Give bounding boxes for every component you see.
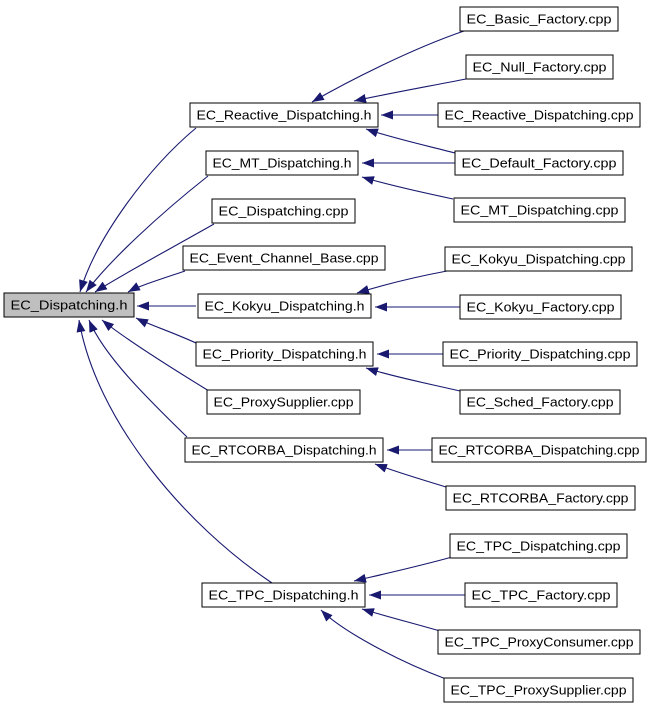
file-box <box>443 677 634 703</box>
node-label: EC_Priority_Dispatching.h <box>203 347 367 362</box>
edge-EC_Event_Channel_Base.cpp-to-EC_Dispatching.h <box>127 270 186 293</box>
node-EC_Null_Factory.cpp[interactable]: EC_Null_Factory.cpp <box>465 54 614 80</box>
node-label: EC_MT_Dispatching.h <box>213 156 352 171</box>
edge-EC_TPC_Dispatching.cpp-to-EC_TPC_Dispatching.h <box>353 556 453 583</box>
node-label: EC_Dispatching.h <box>11 298 128 313</box>
file-box <box>442 341 638 367</box>
edge-EC_TPC_ProxySupplier.cpp-to-EC_TPC_Dispatching.h <box>320 609 447 680</box>
edge-EC_Kokyu_Dispatching.cpp-to-EC_Kokyu_Dispatching.h <box>356 270 448 294</box>
node-EC_Reactive_Dispatching.cpp[interactable]: EC_Reactive_Dispatching.cpp <box>437 102 641 128</box>
file-box <box>211 198 356 224</box>
file-box <box>205 150 359 176</box>
node-label: EC_Null_Factory.cpp <box>473 60 607 75</box>
node-label: EC_Reactive_Dispatching.h <box>197 108 372 123</box>
node-EC_Priority_Dispatching.h[interactable]: EC_Priority_Dispatching.h <box>195 341 374 367</box>
edge-EC_Sched_Factory.cpp-to-EC_Priority_Dispatching.h <box>365 367 461 392</box>
node-label: EC_Dispatching.cpp <box>219 204 349 219</box>
file-box <box>464 582 618 608</box>
node-label: EC_Sched_Factory.cpp <box>467 395 614 410</box>
node-EC_RTCORBA_Dispatching.h[interactable]: EC_RTCORBA_Dispatching.h <box>184 437 384 463</box>
file-box <box>459 294 622 320</box>
node-EC_ProxySupplier.cpp[interactable]: EC_ProxySupplier.cpp <box>206 389 361 415</box>
node-label: EC_Kokyu_Factory.cpp <box>467 300 615 315</box>
node-label: EC_Reactive_Dispatching.cpp <box>445 108 634 123</box>
file-box <box>437 629 641 655</box>
node-EC_TPC_ProxyConsumer.cpp[interactable]: EC_TPC_ProxyConsumer.cpp <box>437 629 641 655</box>
node-EC_Priority_Dispatching.cpp[interactable]: EC_Priority_Dispatching.cpp <box>442 341 638 367</box>
edge-EC_RTCORBA_Dispatching.h-to-EC_Dispatching.h <box>88 319 188 438</box>
file-box <box>189 102 379 128</box>
node-EC_TPC_Dispatching.cpp[interactable]: EC_TPC_Dispatching.cpp <box>449 533 628 559</box>
node-EC_TPC_Dispatching.h[interactable]: EC_TPC_Dispatching.h <box>201 582 366 608</box>
file-box <box>184 437 384 463</box>
node-label: EC_RTCORBA_Dispatching.h <box>192 443 377 458</box>
node-label: EC_Event_Channel_Base.cpp <box>190 251 379 266</box>
node-EC_Default_Factory.cpp[interactable]: EC_Default_Factory.cpp <box>454 150 624 176</box>
node-label: EC_TPC_Dispatching.h <box>209 588 359 603</box>
file-box <box>197 293 372 319</box>
node-label: EC_Kokyu_Dispatching.cpp <box>452 252 626 267</box>
node-label: EC_ProxySupplier.cpp <box>214 395 354 410</box>
edge-EC_Null_Factory.cpp-to-EC_Reactive_Dispatching.h <box>353 78 467 103</box>
file-box <box>182 245 386 271</box>
node-label: EC_TPC_ProxySupplier.cpp <box>451 683 627 698</box>
edge-EC_ProxySupplier.cpp-to-EC_Dispatching.h <box>101 319 210 392</box>
node-EC_Basic_Factory.cpp[interactable]: EC_Basic_Factory.cpp <box>459 6 619 32</box>
node-label: EC_RTCORBA_Dispatching.cpp <box>439 443 640 458</box>
file-box <box>453 197 626 223</box>
node-label: EC_RTCORBA_Factory.cpp <box>453 491 629 506</box>
edge-EC_MT_Dispatching.h-to-EC_Dispatching.h <box>85 175 209 293</box>
file-box <box>206 389 361 415</box>
file-box <box>454 150 624 176</box>
node-EC_Kokyu_Dispatching.h[interactable]: EC_Kokyu_Dispatching.h <box>197 293 372 319</box>
node-label: EC_MT_Dispatching.cpp <box>461 203 619 218</box>
edge-EC_Reactive_Dispatching.h-to-EC_Dispatching.h <box>79 127 197 293</box>
edge-EC_TPC_Dispatching.h-to-EC_Dispatching.h <box>76 319 273 584</box>
node-EC_Reactive_Dispatching.h[interactable]: EC_Reactive_Dispatching.h <box>189 102 379 128</box>
edges-layer <box>76 30 469 680</box>
node-label: EC_TPC_Factory.cpp <box>472 588 611 603</box>
edge-EC_Dispatching.cpp-to-EC_Dispatching.h <box>94 223 215 293</box>
nodes-layer: EC_Dispatching.h EC_Reactive_Dispatching.… <box>3 6 647 703</box>
file-box <box>444 246 633 272</box>
node-EC_Dispatching.h[interactable]: EC_Dispatching.h <box>3 292 135 318</box>
node-label: EC_TPC_Dispatching.cpp <box>457 539 621 554</box>
node-EC_MT_Dispatching.cpp[interactable]: EC_MT_Dispatching.cpp <box>453 197 626 223</box>
node-EC_TPC_ProxySupplier.cpp[interactable]: EC_TPC_ProxySupplier.cpp <box>443 677 634 703</box>
node-EC_RTCORBA_Dispatching.cpp[interactable]: EC_RTCORBA_Dispatching.cpp <box>431 437 647 463</box>
node-label: EC_TPC_ProxyConsumer.cpp <box>445 635 634 650</box>
file-box <box>437 102 641 128</box>
node-EC_Dispatching.cpp[interactable]: EC_Dispatching.cpp <box>211 198 356 224</box>
file-box <box>459 6 619 32</box>
edge-EC_Default_Factory.cpp-to-EC_Reactive_Dispatching.h <box>365 128 456 154</box>
node-label: EC_Basic_Factory.cpp <box>467 12 612 27</box>
file-box <box>465 54 614 80</box>
file-box <box>431 437 647 463</box>
file-box <box>459 389 621 415</box>
file-box <box>449 533 628 559</box>
edge-EC_TPC_ProxyConsumer.cpp-to-EC_TPC_Dispatching.h <box>361 608 441 632</box>
node-EC_Kokyu_Dispatching.cpp[interactable]: EC_Kokyu_Dispatching.cpp <box>444 246 633 272</box>
file-box <box>445 485 636 511</box>
node-label: EC_Priority_Dispatching.cpp <box>450 347 631 362</box>
node-EC_MT_Dispatching.h[interactable]: EC_MT_Dispatching.h <box>205 150 359 176</box>
node-label: EC_Default_Factory.cpp <box>462 156 617 171</box>
node-EC_Sched_Factory.cpp[interactable]: EC_Sched_Factory.cpp <box>459 389 621 415</box>
node-label: EC_Kokyu_Dispatching.h <box>205 299 365 314</box>
file-box <box>201 582 366 608</box>
node-EC_TPC_Factory.cpp[interactable]: EC_TPC_Factory.cpp <box>464 582 618 608</box>
current-file-box <box>3 292 135 318</box>
node-EC_Event_Channel_Base.cpp[interactable]: EC_Event_Channel_Base.cpp <box>182 245 386 271</box>
node-EC_Kokyu_Factory.cpp[interactable]: EC_Kokyu_Factory.cpp <box>459 294 622 320</box>
node-EC_RTCORBA_Factory.cpp[interactable]: EC_RTCORBA_Factory.cpp <box>445 485 636 511</box>
edge-EC_Basic_Factory.cpp-to-EC_Reactive_Dispatching.h <box>311 30 465 103</box>
edge-EC_RTCORBA_Factory.cpp-to-EC_RTCORBA_Dispatching.h <box>374 463 447 488</box>
edge-EC_MT_Dispatching.cpp-to-EC_MT_Dispatching.h <box>361 176 454 200</box>
edge-EC_Priority_Dispatching.h-to-EC_Dispatching.h <box>135 317 197 344</box>
file-box <box>195 341 374 367</box>
